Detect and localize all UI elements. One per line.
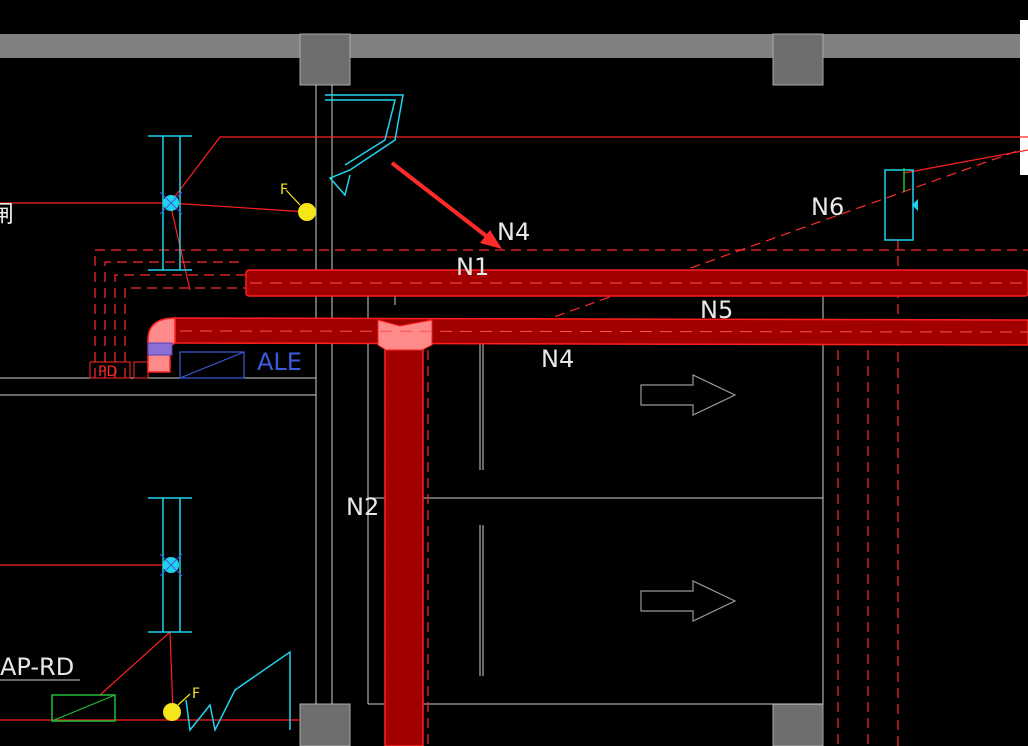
duct-n2 [384,344,424,746]
side-panel-edge [1020,20,1028,175]
label-f-upper: F [280,182,288,198]
label-n4-top: N4 [497,218,530,246]
label-edge-char: 闸 [0,200,14,228]
fire-damper-dot-upper[interactable] [298,203,316,221]
duct-centerlines [179,282,1028,333]
pd-box-side [133,361,149,379]
duct-damper [147,342,173,356]
flow-arrow-upper [640,374,737,416]
column-top-right [772,33,824,86]
label-n2: N2 [346,493,379,521]
n6-cyan-marker [912,199,918,211]
column-top-left [299,33,351,86]
ale-unit-diagonal [179,351,245,379]
flow-arrow-lower [640,580,737,622]
sensor-cross-marks [159,191,183,577]
fire-damper-dot-lower[interactable] [163,703,181,721]
annotation-arrow-head [480,230,502,249]
label-pd: PD [98,364,117,380]
ap-rd-unit-box[interactable] [51,694,116,722]
label-ale: ALE [257,348,302,376]
label-ap-rd: AP-RD [0,653,74,681]
label-f-lower: F [192,686,200,702]
ap-rd-unit-diagonal [51,694,116,722]
fire-damper-leaders [177,189,301,706]
annotation-arrow-shaft [390,161,496,244]
top-wall [0,34,1028,58]
ale-unit-box[interactable] [179,351,245,379]
label-n5: N5 [700,296,733,324]
column-bottom-left [299,703,351,746]
column-bottom-right [772,703,824,746]
pd-box[interactable] [89,361,131,379]
duct-tee-joint [377,319,433,351]
label-n4-bottom: N4 [541,345,574,373]
label-n1: N1 [456,253,489,281]
label-n6: N6 [811,193,844,221]
